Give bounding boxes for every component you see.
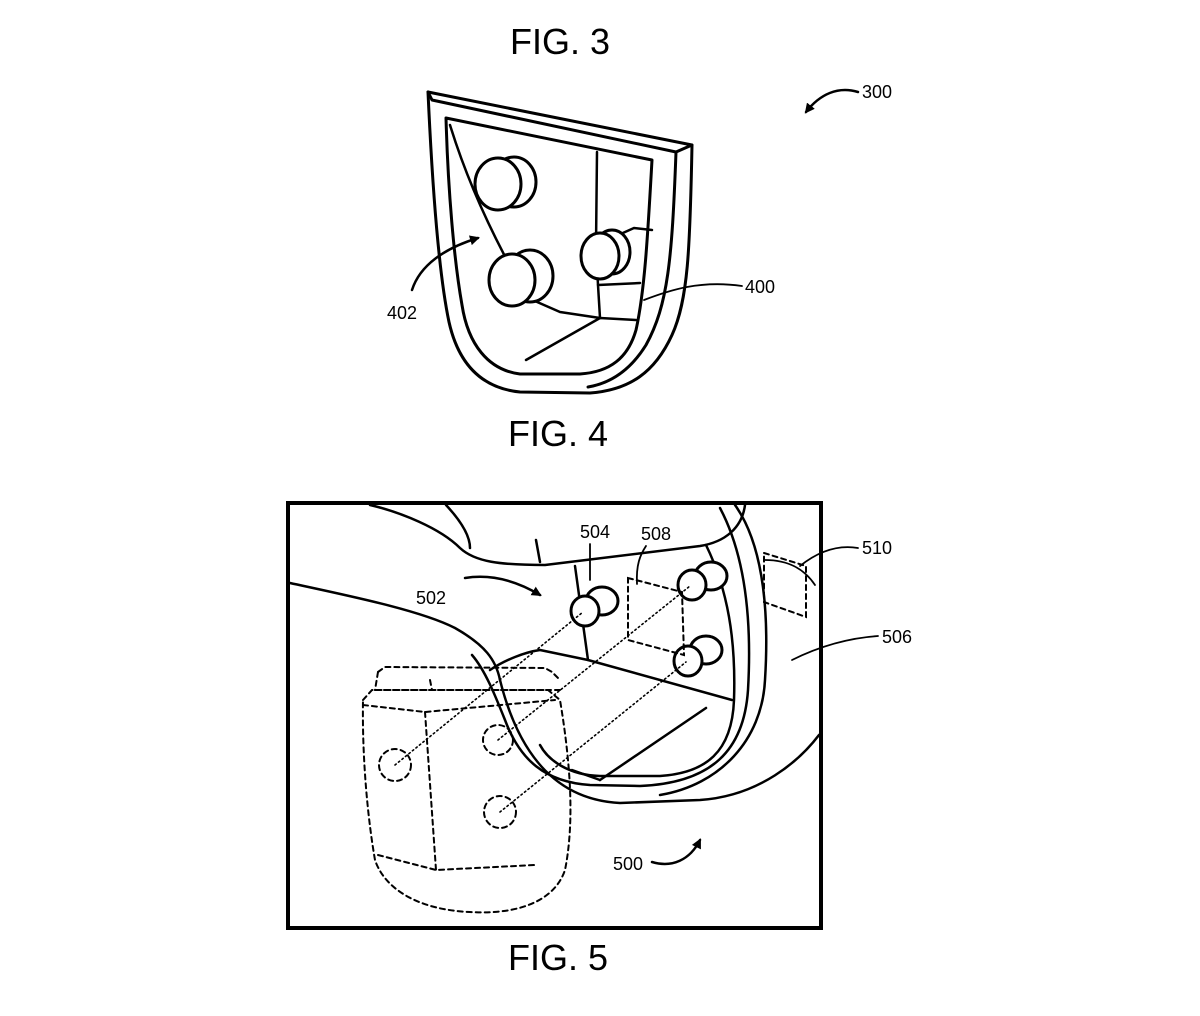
fig5-title: FIG. 5 <box>508 937 608 978</box>
fig5-pin-3 <box>672 634 724 678</box>
fig5-ref-500: 500 <box>613 854 643 874</box>
fig5-accessory-outline <box>361 665 572 914</box>
fig3-ref-arrow <box>804 88 860 114</box>
fig4-pin-top <box>473 155 538 212</box>
fig5-leaders <box>463 543 879 866</box>
fig4-pin-bottom <box>487 248 555 308</box>
fig5-pin-1 <box>569 585 620 628</box>
fig3-ref-300: 300 <box>862 82 892 102</box>
fig4-title: FIG. 4 <box>508 413 608 454</box>
fig5-pad-region <box>763 551 807 619</box>
fig4-ref-402: 402 <box>387 303 417 323</box>
fig5-ref-502: 502 <box>416 588 446 608</box>
fig5-ref-510: 510 <box>862 538 892 558</box>
fig4-ref-400: 400 <box>745 277 775 297</box>
fig5-ref-504: 504 <box>580 522 610 542</box>
fig3-title: FIG. 3 <box>510 21 610 62</box>
fig4-pin-right <box>579 228 632 281</box>
fig5-sensor-region <box>627 576 686 657</box>
fig5-ref-506: 506 <box>882 627 912 647</box>
fig5-ref-508: 508 <box>641 524 671 544</box>
fig4-housing <box>410 90 743 395</box>
fig5-pin-2 <box>676 560 729 602</box>
